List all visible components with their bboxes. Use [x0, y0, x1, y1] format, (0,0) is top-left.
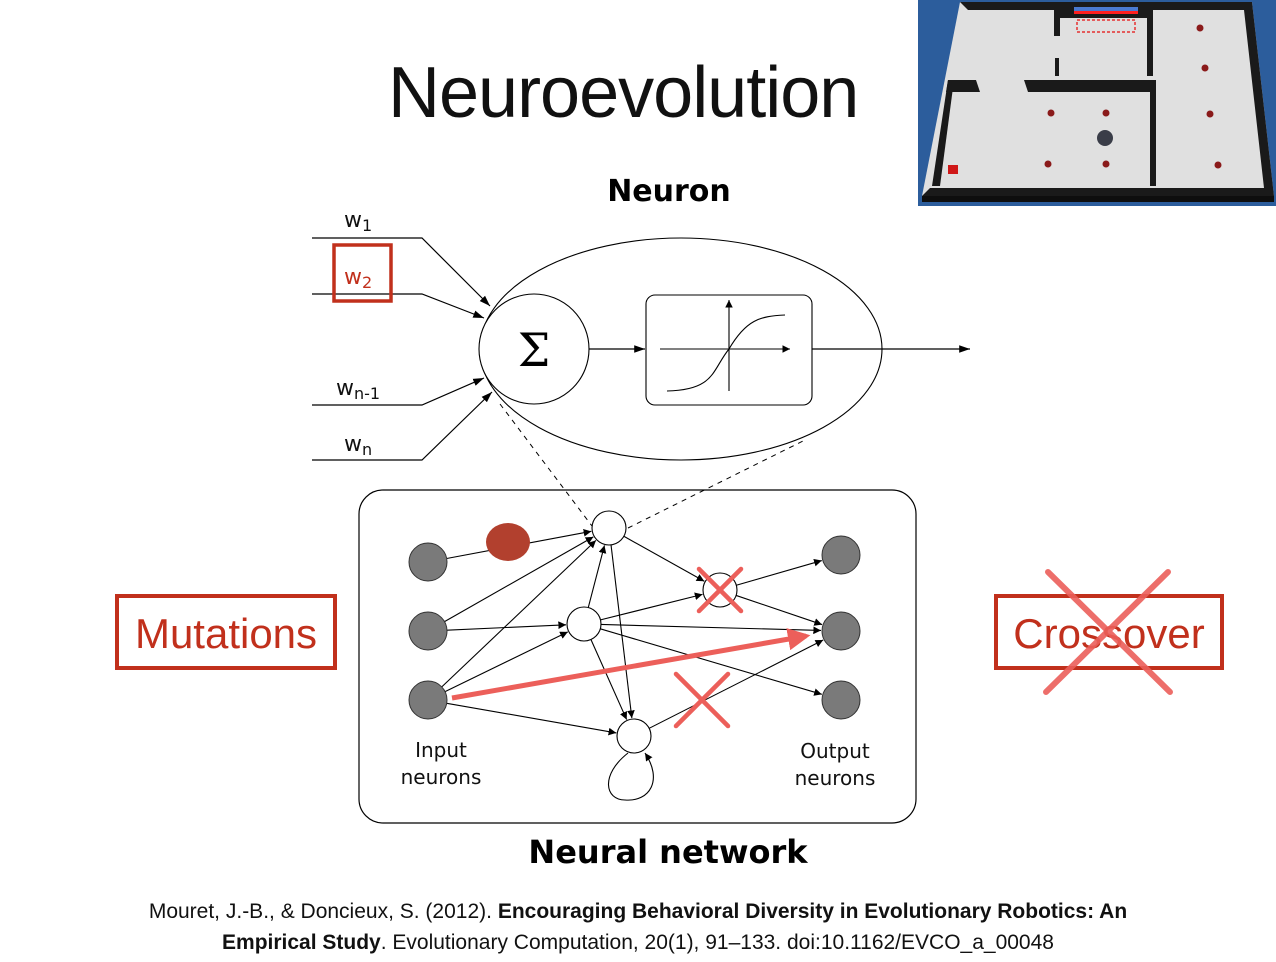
edge-h2-out2 [600, 623, 822, 635]
start-marker [948, 165, 958, 174]
weight-label-w2: w2 [344, 265, 372, 292]
maze-floor [922, 2, 1274, 196]
edge-h2-out3 [600, 628, 822, 696]
input-neuron [408, 680, 448, 720]
w2-highlight-box [332, 243, 393, 303]
weight-label-wn-1: wn-1 [336, 376, 380, 403]
edge-h2-h3 [600, 592, 703, 621]
output-neuron [821, 611, 861, 651]
goal-blue-bar [1074, 7, 1138, 11]
edge-h2-h1 [587, 545, 607, 608]
remove-neuron-x-icon [696, 566, 744, 614]
network-nodes [408, 510, 861, 754]
neuron-heading: Neuron [607, 174, 731, 209]
output-neuron [821, 680, 861, 720]
crossover-strike-icon [1043, 569, 1173, 695]
input-line-wn-1 [312, 377, 485, 406]
input-neuron [408, 542, 448, 582]
edge-in3-h1 [441, 540, 597, 688]
output-neurons-label-2: neurons [795, 766, 876, 790]
edge-h4-out2 [648, 639, 824, 729]
input-line-w1 [312, 237, 491, 307]
input-neurons-label-2: neurons [401, 765, 482, 789]
input-neuron [408, 611, 448, 651]
citation-line-2: Empirical Study. Evolutionary Computatio… [222, 931, 1054, 954]
input-neurons-label-1: Input [415, 738, 467, 762]
edge-in2-h2 [446, 621, 567, 631]
goal-red-bar [1074, 11, 1138, 14]
edge-in2-h1 [444, 536, 594, 623]
slide-title: Neuroevolution [388, 53, 859, 133]
mutations-label: Mutations [135, 610, 317, 657]
edge-h1-h4 [610, 544, 635, 719]
hidden-neuron [616, 718, 652, 754]
output-neurons-label-1: Output [800, 739, 870, 763]
citation-line-1: Mouret, J.-B., & Doncieux, S. (2012). En… [148, 900, 1128, 923]
neural-network-frame [358, 489, 917, 824]
target-balls [1044, 24, 1222, 169]
crossover-stamp: Crossover [994, 569, 1224, 695]
input-line-w2 [312, 293, 485, 319]
edge-h2-h4 [590, 639, 628, 720]
weight-inputs [312, 237, 493, 461]
hidden-neuron [591, 510, 627, 546]
network-edges [441, 528, 824, 801]
sigmoid-icon [660, 300, 790, 392]
self-loop-edge [607, 752, 654, 801]
add-connection-arrow [451, 628, 811, 701]
output-neuron [821, 535, 861, 575]
citation: Mouret, J.-B., & Doncieux, S. (2012). En… [0, 896, 1276, 958]
edge-in3-h4 [446, 702, 617, 736]
weight-label-wn: wn [344, 432, 372, 459]
edge-h3-out1 [736, 558, 822, 586]
mutations-stamp: Mutations [115, 594, 337, 670]
weight-mutation-marker [486, 523, 530, 561]
edge-h3-out2 [735, 594, 823, 626]
hidden-neuron [566, 606, 602, 642]
sum-symbol: Σ [518, 323, 551, 377]
input-line-wn [312, 391, 493, 461]
robot [1097, 130, 1113, 146]
weight-label-w1: w1 [344, 208, 372, 235]
remove-connection-x-icon [673, 671, 731, 729]
maze-arena-image [918, 0, 1276, 206]
edge-h1-h3 [623, 535, 705, 582]
edge-in3-h2 [444, 631, 569, 693]
network-heading: Neural network [528, 833, 808, 871]
